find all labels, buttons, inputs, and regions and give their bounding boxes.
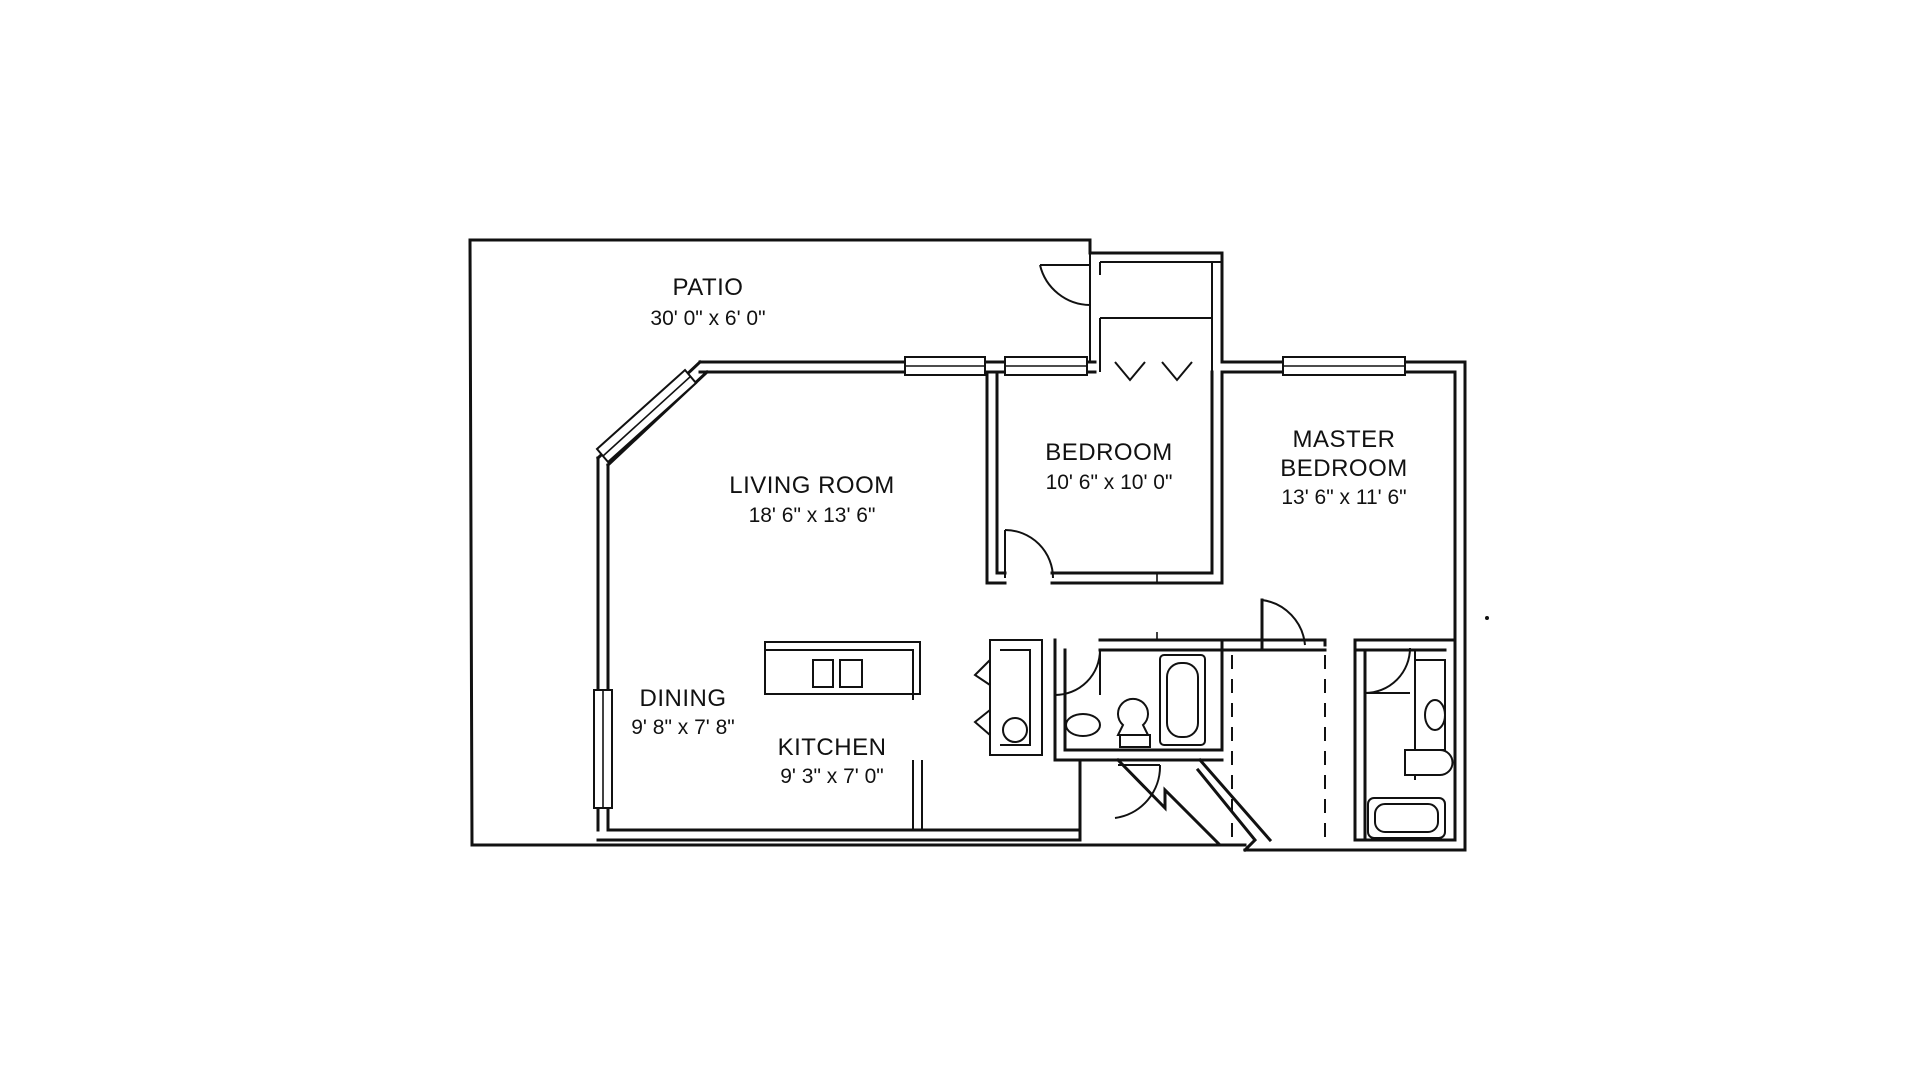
dining-label: DINING	[640, 685, 727, 712]
bedroom-door	[1004, 529, 1054, 579]
entry-corridor	[1078, 757, 1273, 853]
patio-storage-door	[1039, 264, 1091, 306]
patio-size: 30' 0" x 6' 0"	[650, 307, 765, 330]
master-bedroom-label-line2: BEDROOM	[1280, 455, 1408, 482]
master-bath-fixtures	[1367, 659, 1454, 839]
kitchen-label: KITCHEN	[778, 734, 887, 761]
master-bath-door	[1364, 647, 1411, 694]
bedroom-label: BEDROOM	[1045, 439, 1173, 466]
storage-closets	[1089, 253, 1222, 372]
kitchen-wall	[912, 760, 923, 830]
master-bedroom-size: 13' 6" x 11' 6"	[1281, 486, 1406, 509]
living-room-size: 18' 6" x 13' 6"	[749, 504, 876, 527]
dining-size: 9' 8" x 7' 8"	[631, 716, 734, 739]
bedroom-closet-doors	[1114, 361, 1193, 382]
room-labels: PATIO 30' 0" x 6' 0" LIVING ROOM 18' 6" …	[631, 274, 1408, 788]
patio-label: PATIO	[673, 274, 744, 301]
living-room-label: LIVING ROOM	[729, 472, 895, 499]
bedroom-size: 10' 6" x 10' 0"	[1046, 471, 1173, 494]
stray-dot	[1485, 616, 1489, 620]
hall-bath-walls	[1053, 632, 1224, 762]
master-bedroom-label-line1: MASTER	[1292, 426, 1395, 453]
hall-bath-fixtures	[1065, 654, 1206, 748]
utility-closet	[973, 639, 1043, 756]
hall-bath-door	[1054, 649, 1101, 696]
windows	[593, 356, 1406, 809]
walk-in-closet	[1220, 598, 1327, 840]
bedroom-walls	[985, 370, 1224, 585]
entry-door	[1114, 764, 1162, 819]
kitchen-size: 9' 3" x 7' 0"	[780, 765, 883, 788]
kitchen-peninsula	[764, 641, 921, 700]
